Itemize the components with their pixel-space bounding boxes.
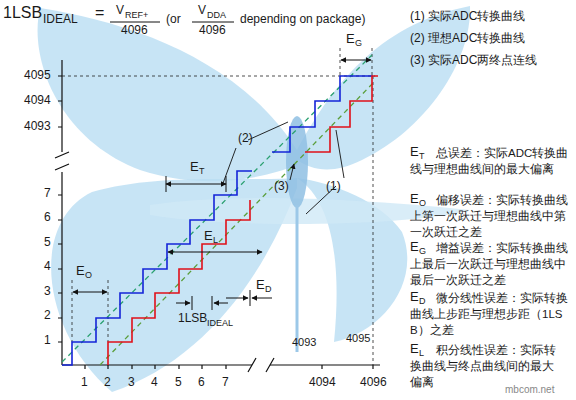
error-sub: G <box>355 38 362 48</box>
axis-tick: 4095 <box>24 69 51 83</box>
legend-text: (2) 理想ADC转换曲线 <box>410 32 525 46</box>
lsb-sub: IDEAL <box>207 318 233 328</box>
axis-tick: 4094 <box>24 94 51 108</box>
error-symbol: E <box>410 145 419 160</box>
error-sub: T <box>199 166 205 176</box>
watermark: mbcom.net <box>505 384 554 396</box>
error-note: 偏移误差：实际转换曲线上第一次跃迁与理想曲线中第一次跃迁之差 <box>410 192 572 240</box>
error-note: 增益误差：实际转换曲线上最后一次跃迁与理想曲线中最后一次跃迁之差 <box>410 240 572 288</box>
formula-text: 4096 <box>121 24 148 38</box>
error-symbol: E <box>76 264 85 279</box>
axis-tick: 6 <box>44 211 51 225</box>
formula-text: (or <box>166 13 181 27</box>
error-symbol: E <box>410 342 419 357</box>
axis-tick: 7 <box>222 376 229 390</box>
formula-text: V <box>116 4 124 18</box>
formula-text: 4096 <box>199 24 226 38</box>
axis-tick: 4094 <box>309 376 336 390</box>
formula-text: V <box>198 4 206 18</box>
error-symbol: E <box>410 290 419 305</box>
axes <box>55 60 380 372</box>
error-sub: T <box>419 151 425 161</box>
formula-sub: IDEAL <box>43 13 78 27</box>
actual-staircase <box>108 200 250 365</box>
formula-text: = <box>95 4 104 22</box>
axis-tick: 7 <box>44 187 51 201</box>
callout-number: (1) <box>326 180 341 194</box>
axis-tick: 2 <box>104 376 111 390</box>
axis-tick: 3 <box>128 376 135 390</box>
axis-tick: 3 <box>44 285 51 299</box>
error-note: 总误差：实际ADC转换曲线与理想曲线间的最大偏离 <box>410 145 572 177</box>
ideal-dashed-line <box>62 55 372 362</box>
formula-text: depending on package) <box>240 13 365 27</box>
endpoint-line <box>100 82 374 365</box>
axis-tick: 4093 <box>292 336 316 349</box>
axis-tick: 1 <box>81 376 88 390</box>
error-symbol: E <box>346 32 355 47</box>
axis-tick: 2 <box>44 309 51 323</box>
error-sub: D <box>419 296 426 306</box>
axis-tick: 4 <box>151 376 158 390</box>
actual-staircase-top <box>305 76 378 152</box>
formula-text: 1LSB <box>3 4 42 22</box>
legend-text: (1) 实际ADC转换曲线 <box>410 10 525 24</box>
axis-tick: 4095 <box>346 332 370 345</box>
ideal-staircase <box>62 171 252 365</box>
error-note: 积分线性误差：实际转换曲线与终点曲线间的最大偏离 <box>410 342 560 390</box>
formula-sub: REF+ <box>125 10 148 20</box>
callout-number: (2) <box>238 132 253 146</box>
axis-tick: 1 <box>44 334 51 348</box>
axis-tick: 5 <box>175 376 182 390</box>
error-note: 微分线性误差：实际转换曲线上步距与理想步距（1LSB）之差 <box>410 290 572 338</box>
callout-leaders <box>222 122 344 214</box>
error-symbol: E <box>410 192 419 207</box>
error-symbol: E <box>204 229 213 244</box>
legend-text: (3) 实际ADC两终点连线 <box>410 54 537 68</box>
formula-sub: DDA <box>207 10 226 20</box>
error-symbol: E <box>190 160 199 175</box>
error-sub: L <box>213 235 218 245</box>
error-sub: G <box>419 246 426 256</box>
ideal-staircase-top <box>272 76 373 152</box>
error-sub: O <box>85 270 92 280</box>
error-sub: O <box>419 198 426 208</box>
callout-number: (3) <box>274 180 289 194</box>
error-sub: L <box>419 348 424 358</box>
axis-tick: 6 <box>198 376 205 390</box>
guide-lines <box>62 48 375 365</box>
butterfly-tail <box>296 205 299 352</box>
axis-tick: 4 <box>44 260 51 274</box>
lsb-label: 1LSB <box>178 312 207 326</box>
error-sub: D <box>265 284 272 294</box>
error-symbol: E <box>256 278 265 293</box>
error-symbol: E <box>410 240 419 255</box>
axis-tick: 5 <box>44 236 51 250</box>
dimension-arrows <box>73 60 371 310</box>
butterfly <box>38 6 471 392</box>
axis-tick: 4096 <box>360 376 387 390</box>
axis-tick: 4093 <box>24 120 51 134</box>
